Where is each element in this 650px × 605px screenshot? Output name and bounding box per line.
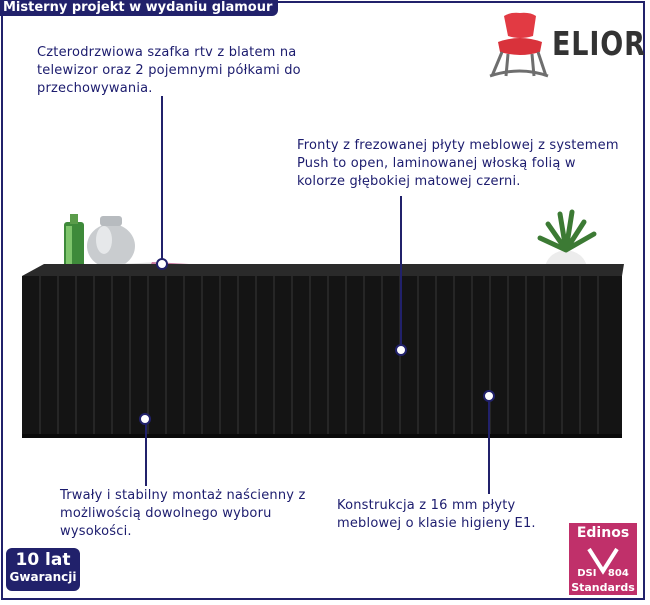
certificate-standards: Standards	[571, 581, 635, 594]
product-scene	[22, 209, 624, 438]
certificate-badge: Edinos DSI 804 Standards	[569, 523, 637, 595]
warranty-label: Gwarancji	[9, 570, 77, 584]
brand-name: ELIOR	[552, 24, 646, 63]
certificate-code: DSI 804	[569, 569, 637, 579]
brand-logo	[489, 12, 549, 78]
callout-line	[161, 96, 163, 264]
annotation-bottom-left: Trwały i stabilny montaż naścienny z moż…	[60, 488, 306, 539]
decor-vase	[87, 216, 135, 268]
certificate-code-right: 804	[607, 568, 629, 579]
annotation-bottom-right: Konstrukcja z 16 mm płyty meblowej o kla…	[337, 498, 536, 531]
callout-dot	[395, 344, 407, 356]
decor-plant	[537, 209, 597, 272]
decor-bottle	[64, 214, 84, 268]
cabinet-shadow	[22, 434, 622, 438]
cabinet-body	[22, 276, 622, 436]
callout-line	[488, 396, 490, 494]
check-icon	[587, 547, 619, 575]
certificate-code-left: DSI	[577, 568, 597, 579]
annotation-top-right: Fronty z frezowanej płyty meblowej z sys…	[297, 138, 619, 189]
callout-dot	[483, 390, 495, 402]
page-title: Misterny projekt w wydaniu glamour	[0, 0, 279, 16]
chair-icon	[489, 12, 549, 78]
certificate-name: Edinos	[576, 525, 630, 541]
annotation-top-left: Czterodrzwiowa szafka rtv z blatem na te…	[37, 45, 301, 96]
callout-dot	[156, 258, 168, 270]
callout-line	[145, 420, 147, 486]
callout-dot	[139, 413, 151, 425]
cabinet-top	[22, 264, 624, 276]
cabinet-grooves	[39, 276, 599, 436]
warranty-badge: 10 lat Gwarancji	[6, 548, 80, 591]
callout-line	[400, 196, 402, 348]
warranty-years: 10 lat	[15, 550, 71, 570]
